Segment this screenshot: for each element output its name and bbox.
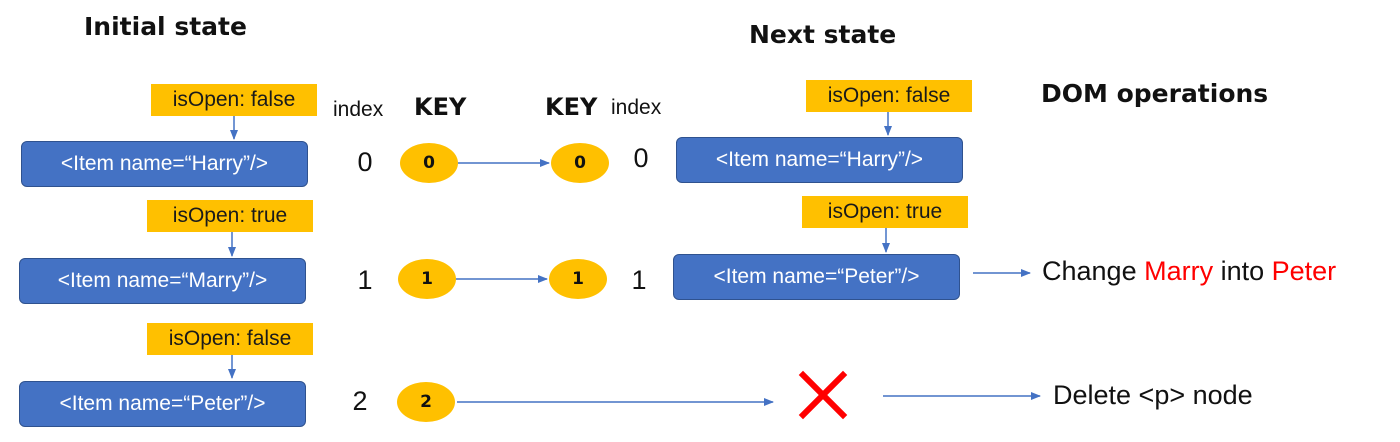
op-change-new-name: Peter xyxy=(1271,256,1337,286)
key-next-1: 1 xyxy=(549,259,607,299)
state-initial-0: isOpen: false xyxy=(151,84,317,116)
heading-dom-operations: DOM operations xyxy=(1041,79,1269,108)
index-label-right: index xyxy=(611,96,662,119)
key-initial-2: 2 xyxy=(397,382,455,422)
key-initial-1: 1 xyxy=(398,259,456,299)
state-initial-2: isOpen: false xyxy=(147,323,313,355)
op-change-old-name: Marry xyxy=(1144,256,1214,286)
op-change-mid: into xyxy=(1213,256,1272,286)
state-initial-1: isOpen: true xyxy=(147,200,313,232)
op-change-prefix: Change xyxy=(1042,256,1145,286)
item-initial-1: <Item name=“Marry”/> xyxy=(19,258,306,304)
index-initial-1: 1 xyxy=(357,265,373,295)
index-next-0: 0 xyxy=(633,143,649,173)
heading-initial-state: Initial state xyxy=(84,12,247,41)
item-next-0: <Item name=“Harry”/> xyxy=(676,137,963,183)
item-initial-2: <Item name=“Peter”/> xyxy=(19,381,306,427)
key-label-left: KEY xyxy=(414,93,467,121)
state-next-1: isOpen: true xyxy=(802,196,968,228)
index-initial-2: 2 xyxy=(352,386,368,416)
index-next-1: 1 xyxy=(631,265,647,295)
index-label-left: index xyxy=(333,98,384,121)
state-next-0: isOpen: false xyxy=(806,80,972,112)
op-change-text: Change Marry into Peter xyxy=(1042,256,1336,287)
item-next-1: <Item name=“Peter”/> xyxy=(673,254,960,300)
index-initial-0: 0 xyxy=(357,147,373,177)
key-label-right: KEY xyxy=(545,93,598,121)
key-initial-0: 0 xyxy=(400,143,458,183)
cross-mark-icon xyxy=(798,370,848,420)
key-next-0: 0 xyxy=(551,143,609,183)
item-initial-0: <Item name=“Harry”/> xyxy=(21,141,308,187)
op-delete-text: Delete <p> node xyxy=(1053,380,1253,410)
heading-next-state: Next state xyxy=(749,20,897,49)
